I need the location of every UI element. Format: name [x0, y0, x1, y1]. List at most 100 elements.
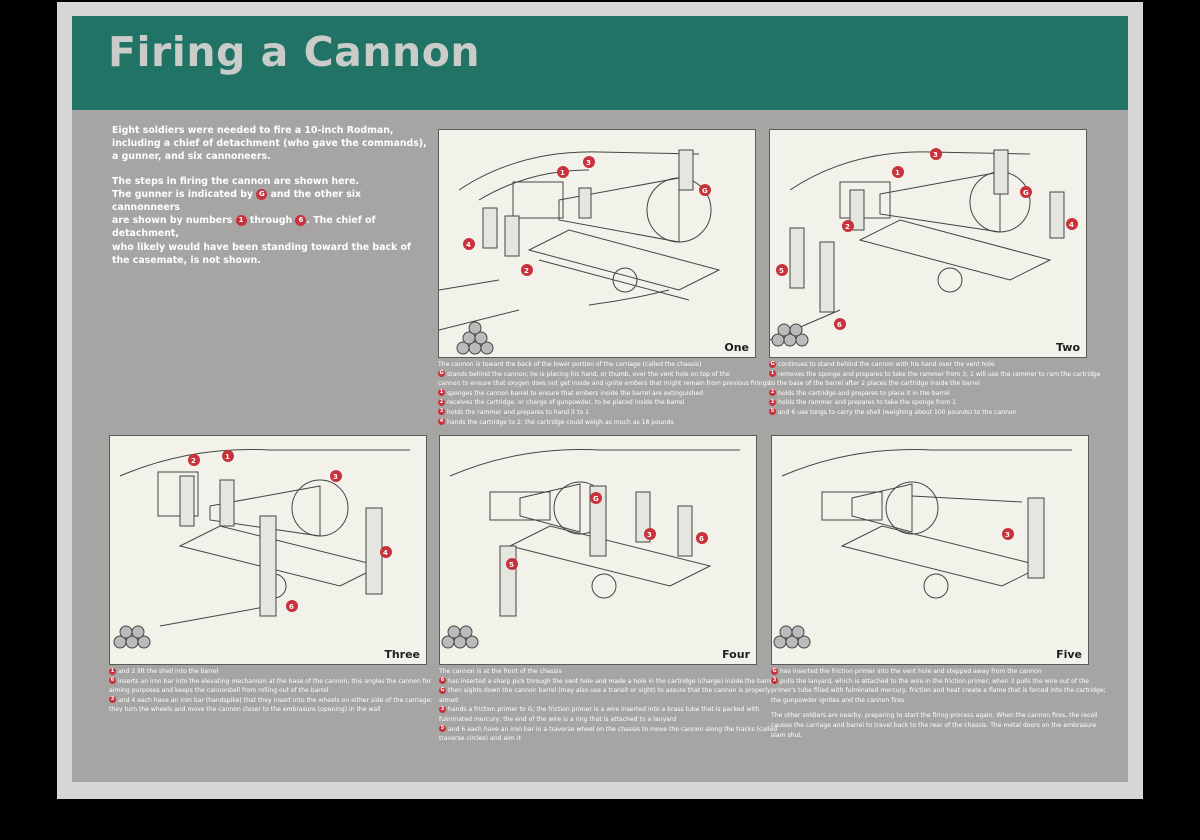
number-marker-icon: G — [769, 360, 776, 368]
caption-line: they turn the wheels and move the cannon… — [109, 705, 429, 715]
caption-line: aimed — [439, 696, 761, 706]
number-marker-icon: 1 — [438, 389, 445, 397]
svg-text:1: 1 — [560, 169, 565, 177]
number-marker-icon: 1 — [769, 370, 776, 378]
caption-line: The cannon is at the front of the chassi… — [439, 667, 761, 677]
caption-four: The cannon is at the front of the chassi… — [439, 667, 777, 744]
caption-text: slam shut. — [771, 731, 803, 739]
caption-line: causes the carriage and barrel to travel… — [771, 721, 1097, 731]
cannon-illustration: 3 — [773, 449, 1072, 649]
cannon-illustration: G 3 6 5 — [441, 449, 740, 649]
svg-text:6: 6 — [837, 321, 842, 329]
number-marker-icon: G — [438, 370, 445, 378]
illustration-panel-two: 1 3 G 2 4 5 6 Two — [769, 129, 1087, 358]
sign-frame: Firing a Cannon Eight soldiers were need… — [57, 2, 1143, 799]
illustration-panel-four: G 3 6 5 Four — [439, 435, 757, 665]
caption-text: The cannon is toward the back of the low… — [438, 361, 702, 368]
header-band: Firing a Cannon — [72, 16, 1128, 110]
svg-text:4: 4 — [466, 241, 471, 249]
number-marker-icon: 2 — [769, 389, 776, 397]
caption-line: slam shut. — [771, 731, 1093, 741]
caption-text: aiming purposes and keeps the cannonball… — [109, 687, 329, 695]
sign-board: Firing a Cannon Eight soldiers were need… — [72, 16, 1128, 782]
illustration-panel-five: 3 Five — [771, 435, 1089, 665]
svg-text:5: 5 — [509, 561, 514, 569]
panel-label: Three — [384, 648, 420, 661]
panel-label: Four — [722, 648, 750, 661]
caption-line: The other soldiers are nearby, preparing… — [771, 711, 1098, 721]
panel-label: Five — [1056, 648, 1082, 661]
number-marker-icon: 4 — [438, 418, 445, 426]
cannon-illustration: 1 3 G 4 2 — [438, 149, 721, 355]
caption-text: and 6 each have an iron bar in a travers… — [448, 725, 778, 733]
caption-text: causes the carriage and barrel to travel… — [771, 721, 1097, 729]
number-marker-icon: 3 — [769, 398, 776, 406]
svg-text:G: G — [702, 187, 708, 195]
number-marker-icon: 5 — [769, 408, 776, 416]
caption-line: traverse circles) and aim it — [439, 734, 761, 744]
illustration-panel-three: 2 1 3 4 6 Three — [109, 435, 427, 665]
caption-text: and 2 lift the shell into the barrel — [118, 668, 219, 675]
caption-line: to the base of the barrel after 2 places… — [769, 379, 1091, 389]
caption-text: to the base of the barrel after 2 places… — [769, 380, 980, 388]
caption-text: The cannon is at the front of the chassi… — [439, 668, 562, 675]
caption-text: sponges the cannon barrel to ensure that… — [447, 389, 704, 397]
caption-line: primer's tube filled with fulminated mer… — [771, 686, 1106, 696]
caption-text: fulminated mercury; the end of the wire … — [439, 715, 677, 723]
caption-line: cannon to ensure that oxygen does not ge… — [438, 379, 770, 389]
caption-line: the gunpowder ignites and the cannon fir… — [771, 696, 1093, 706]
caption-text: cannon to ensure that oxygen does not ge… — [438, 380, 770, 388]
caption-text: primer's tube filled with fulminated mer… — [771, 687, 1106, 695]
caption-text: has inserted a sharp pick through the ve… — [448, 677, 777, 685]
svg-text:G: G — [593, 495, 599, 503]
number-marker-icon: 2 — [438, 398, 445, 406]
number-marker-icon: 5 — [439, 725, 446, 733]
number-marker-icon: 3 — [439, 705, 446, 713]
caption-text: stands behind the cannon; he is placing … — [447, 370, 730, 378]
caption-text: holds the cartridge and prepares to plac… — [778, 389, 950, 397]
svg-text:1: 1 — [895, 169, 900, 177]
intro-text: Eight soldiers were needed to fire a 10-… — [112, 124, 428, 267]
number-marker-icon: 6 — [109, 677, 116, 685]
number-marker-icon: 6 — [295, 215, 307, 227]
gunner-marker-icon: G — [256, 188, 268, 200]
caption-text: aimed — [439, 696, 458, 704]
caption-one: The cannon is toward the back of the low… — [438, 360, 770, 428]
caption-text: holds the rammer and prepares to take th… — [778, 399, 957, 407]
number-marker-icon: 1 — [235, 215, 247, 227]
intro-paragraph-1: Eight soldiers were needed to fire a 10-… — [112, 125, 427, 163]
svg-text:3: 3 — [933, 151, 938, 159]
caption-text: The other soldiers are nearby, preparing… — [771, 712, 1098, 720]
cannon-illustration: 2 1 3 4 6 — [113, 449, 410, 649]
caption-text: hands a friction primer to G; the fricti… — [448, 706, 760, 714]
illustration-panel-one: 1 3 G 4 2 One — [438, 129, 756, 358]
svg-text:6: 6 — [699, 535, 704, 543]
caption-text: the gunpowder ignites and the cannon fir… — [771, 696, 905, 704]
caption-text: removes the sponge and prepares to take … — [778, 370, 1101, 378]
svg-text:4: 4 — [383, 549, 388, 557]
caption-text: pulls the lanyard, which is attached to … — [780, 677, 1089, 685]
svg-text:G: G — [1023, 189, 1029, 197]
number-marker-icon: 3 — [438, 408, 445, 416]
svg-text:5: 5 — [779, 267, 784, 275]
svg-text:3: 3 — [586, 159, 591, 167]
number-marker-icon: G — [771, 667, 778, 675]
number-marker-icon: 1 — [109, 667, 116, 675]
